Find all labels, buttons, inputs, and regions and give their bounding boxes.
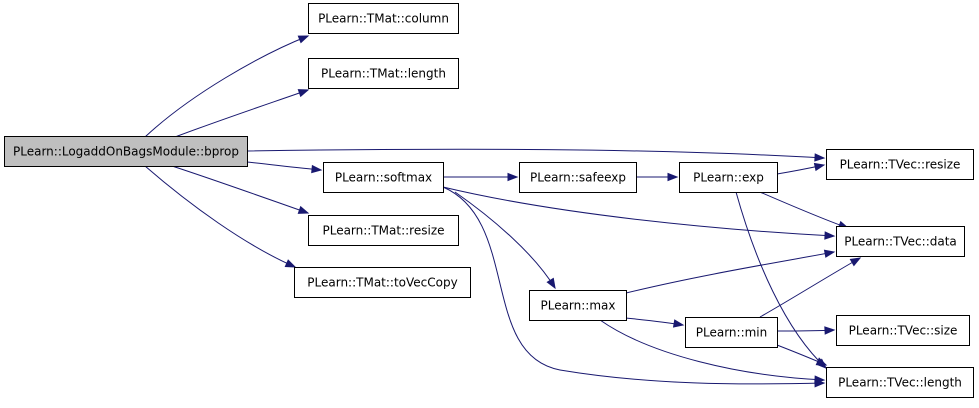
node-box[interactable]: [685, 317, 778, 348]
arrow-head-icon: [815, 357, 828, 366]
node-label[interactable]: PLearn::safeexp: [530, 171, 626, 185]
node-label[interactable]: PLearn::TMat::resize: [322, 224, 444, 238]
edge-safeexp-to-exp: [635, 172, 679, 182]
node-label[interactable]: PLearn::TVec::data: [844, 235, 957, 249]
edge-line: [759, 257, 861, 318]
edges-layer: [144, 35, 862, 388]
arrow-head-icon: [284, 259, 297, 268]
node-max[interactable]: PLearn::max: [529, 290, 627, 321]
edge-max-to-tvec_data: [625, 249, 836, 294]
arrow-head-icon: [814, 153, 826, 162]
edge-bprop-to-column: [144, 35, 310, 138]
node-label[interactable]: PLearn::max: [540, 299, 615, 313]
edge-line: [442, 186, 835, 237]
node-tmat-length[interactable]: PLearn::TMat::length: [308, 58, 459, 89]
node-box[interactable]: [519, 162, 637, 193]
node-box[interactable]: [836, 315, 970, 346]
edge-bprop-to-tmat_length: [174, 89, 310, 138]
arrow-head-icon: [667, 172, 679, 182]
arrow-head-icon: [824, 326, 836, 335]
edge-min-to-tvec_size: [776, 326, 836, 335]
edge-line: [144, 35, 309, 138]
edge-line: [246, 148, 825, 159]
node-box[interactable]: [826, 367, 974, 398]
edge-bprop-to-softmax: [246, 161, 323, 174]
node-label[interactable]: PLearn::TMat::column: [318, 12, 449, 26]
edge-exp-to-tvec_data: [759, 191, 850, 229]
node-label[interactable]: PLearn::TVec::resize: [840, 158, 961, 172]
edge-line: [246, 161, 322, 171]
node-label[interactable]: PLearn::TMat::toVecCopy: [307, 276, 457, 290]
node-label[interactable]: PLearn::min: [696, 326, 768, 340]
edge-softmax-to-tvec_length: [442, 186, 826, 388]
edge-softmax-to-max: [454, 191, 556, 290]
arrow-head-icon: [297, 205, 310, 214]
arrow-head-icon: [813, 162, 826, 172]
node-box[interactable]: [308, 3, 459, 34]
node-softmax[interactable]: PLearn::softmax: [323, 162, 444, 193]
edge-line: [735, 191, 827, 369]
node-box[interactable]: [529, 290, 627, 321]
edge-bprop-to-tmat_resize: [171, 165, 310, 214]
node-box[interactable]: [294, 267, 471, 298]
arrow-head-icon: [824, 231, 836, 240]
arrow-head-icon: [672, 319, 685, 328]
edge-line: [454, 191, 556, 289]
edge-line: [174, 89, 309, 138]
edge-softmax-to-safeexp: [442, 172, 519, 182]
edge-bprop-to-toveccopy: [144, 165, 297, 268]
edge-line: [442, 186, 825, 385]
node-tvec-size[interactable]: PLearn::TVec::size: [836, 315, 970, 346]
arrow-head-icon: [823, 249, 836, 258]
node-bprop[interactable]: PLearn::LogaddOnBagsModule::bprop: [4, 136, 248, 167]
node-tmat-resize[interactable]: PLearn::TMat::resize: [308, 215, 459, 246]
arrow-head-icon: [297, 35, 310, 44]
edge-min-to-tvec_data: [759, 257, 862, 318]
arrow-head-icon: [849, 257, 862, 267]
edge-max-to-tvec_length: [599, 319, 826, 384]
edge-line: [144, 165, 296, 268]
node-label[interactable]: PLearn::softmax: [335, 171, 432, 185]
arrow-head-icon: [546, 277, 556, 290]
edge-line: [625, 251, 835, 294]
node-box[interactable]: [836, 226, 965, 257]
node-label[interactable]: PLearn::exp: [693, 171, 764, 185]
node-toveccopy[interactable]: PLearn::TMat::toVecCopy: [294, 267, 471, 298]
edge-max-to-min: [625, 317, 685, 328]
node-tvec-length[interactable]: PLearn::TVec::length: [826, 367, 974, 398]
edge-line: [171, 165, 309, 214]
node-box[interactable]: [679, 162, 778, 193]
edge-softmax-to-tvec_data: [442, 186, 836, 240]
edge-bprop-to-tvec_resize: [246, 148, 826, 162]
node-box[interactable]: [308, 215, 459, 246]
node-label[interactable]: PLearn::TMat::length: [321, 67, 446, 81]
edge-min-to-tvec_length: [776, 344, 828, 366]
node-tvec-data[interactable]: PLearn::TVec::data: [836, 226, 965, 257]
arrow-head-icon: [297, 89, 310, 98]
node-safeexp[interactable]: PLearn::safeexp: [519, 162, 637, 193]
node-label[interactable]: PLearn::LogaddOnBagsModule::bprop: [13, 145, 239, 159]
node-box[interactable]: [826, 149, 974, 180]
arrow-head-icon: [814, 375, 826, 384]
node-box[interactable]: [308, 58, 459, 89]
node-exp[interactable]: PLearn::exp: [679, 162, 778, 193]
edge-line: [599, 319, 825, 381]
edge-exp-to-tvec_resize: [776, 162, 826, 175]
nodes-layer: PLearn::LogaddOnBagsModule::bpropPLearn:…: [4, 3, 974, 398]
node-label[interactable]: PLearn::TVec::size: [849, 324, 958, 338]
arrow-head-icon: [311, 164, 323, 174]
edge-line: [759, 191, 849, 229]
node-label[interactable]: PLearn::TVec::length: [838, 376, 962, 390]
node-tvec-resize[interactable]: PLearn::TVec::resize: [826, 149, 974, 180]
node-min[interactable]: PLearn::min: [685, 317, 778, 348]
node-box[interactable]: [4, 136, 248, 167]
node-box[interactable]: [323, 162, 444, 193]
node-column[interactable]: PLearn::TMat::column: [308, 3, 459, 34]
arrow-head-icon: [507, 172, 519, 182]
